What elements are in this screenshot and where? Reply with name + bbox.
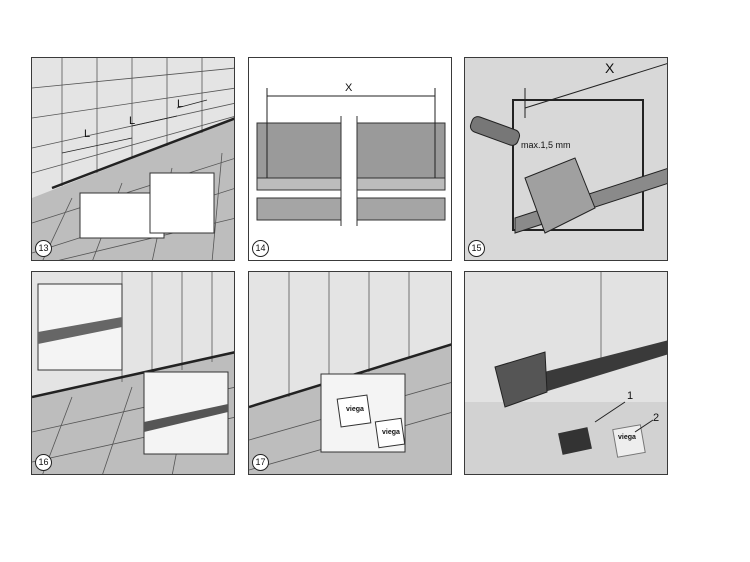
end-cap-illustration [465, 272, 667, 458]
wall-tile-illustration [32, 272, 234, 474]
dim-x-label: X [345, 82, 353, 94]
dim-l3-label: L [177, 98, 184, 110]
step-number-badge: 17 [252, 454, 269, 471]
wall-tile-illustration [32, 58, 234, 260]
step-15-panel: X max.1,5 mm 15 [464, 57, 668, 261]
step-number-badge: 16 [35, 454, 52, 471]
step-16-panel: 16 [31, 271, 235, 475]
viega-logo-2: viega [382, 429, 400, 436]
dim-x-label: X [605, 60, 615, 76]
clamp-illustration [469, 63, 667, 234]
wall-tile-illustration [249, 272, 451, 474]
step-13-panel: L L L 13 [31, 57, 235, 261]
dim-l1-label: L [84, 128, 91, 140]
step-number-badge: 15 [468, 240, 485, 257]
step-17-panel: viega viega 17 [248, 271, 452, 475]
part-2-label: 2 [653, 412, 660, 424]
viega-logo: viega [618, 434, 636, 441]
rail-cut-illustration [256, 88, 446, 226]
step-14-panel: X 14 [248, 57, 452, 261]
max-gap-label: max.1,5 mm [521, 140, 571, 150]
step-number-badge: 14 [252, 240, 269, 257]
step-number-badge: 13 [35, 240, 52, 257]
viega-logo-1: viega [346, 406, 364, 413]
dim-l2-label: L [129, 115, 136, 127]
part-1-label: 1 [627, 390, 634, 402]
end-cap-panel: 1 2 viega [464, 271, 668, 475]
